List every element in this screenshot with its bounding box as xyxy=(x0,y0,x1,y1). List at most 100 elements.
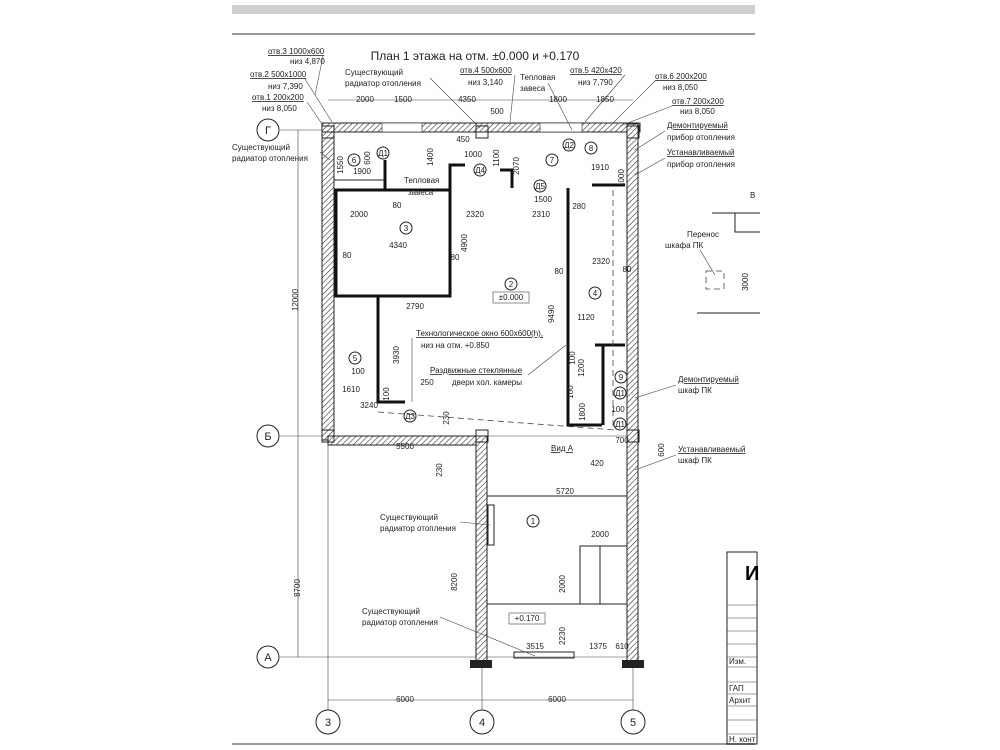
opening-level-7: низ 8,050 xyxy=(680,107,715,116)
room-number-1: 1 xyxy=(526,514,540,528)
room-number-4-label: 4 xyxy=(593,289,598,298)
door-marker-5: Д3 xyxy=(403,409,417,423)
dismount-cabinet-note-l1: Демонтируемый xyxy=(678,375,739,384)
dimension-label: 1000 xyxy=(617,169,626,187)
leader-line xyxy=(429,77,481,129)
room-number-4: 4 xyxy=(588,286,602,300)
dimension-label: 80 xyxy=(555,267,564,276)
walls xyxy=(321,122,644,668)
dimension-label: 5720 xyxy=(556,487,574,496)
title-block-gap: ГАП xyxy=(729,684,744,693)
dimension-label: 700 xyxy=(615,436,629,445)
leader-line xyxy=(611,80,656,125)
install-heater-note-l1: Устанавливаемый xyxy=(667,148,734,157)
radiator-note-bottom-l1: Существующий xyxy=(362,607,420,616)
dismount-cabinet-note-l2: шкаф ПК xyxy=(678,386,712,395)
leader-line xyxy=(699,249,716,276)
title-block-big-letter: И xyxy=(745,563,759,585)
top-windows xyxy=(381,122,583,133)
level-mark-zero-box xyxy=(492,291,530,304)
dimension-label: 4350 xyxy=(458,95,476,104)
svg-text:4: 4 xyxy=(479,717,485,729)
room-number-3-label: 3 xyxy=(404,224,409,233)
dimension-label: 1500 xyxy=(534,195,552,204)
dimension-label: 2070 xyxy=(512,157,521,175)
dimension-label: 1000 xyxy=(464,150,482,159)
leader-line xyxy=(584,74,626,123)
radiator-note-top-l1: Существующий xyxy=(345,68,403,77)
dimension-label: 280 xyxy=(572,202,586,211)
opening-mark-7: отв.7 200х200 xyxy=(672,97,724,106)
dimension-label: 3240 xyxy=(360,401,378,410)
view-fragment: В xyxy=(697,191,760,314)
axis-bubble-b: Б xyxy=(256,424,280,448)
room-number-3: 3 xyxy=(399,221,413,235)
room-number-9-label: 9 xyxy=(619,373,624,382)
sheet-top-bar xyxy=(232,5,755,14)
axis-bubble-5: 5 xyxy=(620,709,646,735)
door-marker-3-label: Д4 xyxy=(475,166,485,175)
dimension-label: 8700 xyxy=(293,579,302,597)
dimension-label: 6000 xyxy=(396,695,414,704)
view-a-label: Вид А xyxy=(551,444,574,453)
door-marker-1-label: Д1 xyxy=(378,149,388,158)
door-marker-2-label: Д2 xyxy=(564,141,574,150)
dimension-label: 1900 xyxy=(353,167,371,176)
move-cabinet-note-l2: шкафа ПК xyxy=(665,241,704,250)
leader-line xyxy=(634,454,677,471)
dimension-label: 1850 xyxy=(596,95,614,104)
opening-level-5: низ 7,790 xyxy=(578,78,613,87)
dimension-label: 2000 xyxy=(350,210,368,219)
axis-bubble-3: 3 xyxy=(315,709,341,735)
dimension-label: 230 xyxy=(442,411,451,425)
dimension-label: 80 xyxy=(451,253,460,262)
leader-line xyxy=(619,105,673,127)
install-cabinet-note-l1: Устанавливаемый xyxy=(678,445,745,454)
axis-bubble-a: А xyxy=(256,645,280,669)
door-marker-7-label: Д1 xyxy=(615,420,625,429)
leader-line xyxy=(634,384,677,399)
dimension-label: 80 xyxy=(623,265,632,274)
dimension-label: 1500 xyxy=(394,95,412,104)
dimension-label: 80 xyxy=(343,251,352,260)
room-number-6: 6 xyxy=(347,153,361,167)
opening-mark-5: отв.5 420х420 xyxy=(570,66,622,75)
room-number-7-label: 7 xyxy=(550,156,555,165)
svg-text:А: А xyxy=(264,652,272,664)
dimension-label: 8200 xyxy=(450,573,459,591)
door-marker-2: Д2 xyxy=(562,138,576,152)
svg-text:Г: Г xyxy=(265,125,271,137)
dimension-label: 1100 xyxy=(492,149,501,167)
door-marker-7: Д1 xyxy=(613,417,627,431)
dimension-label: 600 xyxy=(657,443,666,457)
door-marker-4: Д5 xyxy=(533,179,547,193)
level-mark-plus-box xyxy=(508,612,546,625)
radiator-note-top-l2: радиатор отопления xyxy=(345,79,421,88)
dimension-label: 1200 xyxy=(577,359,586,377)
opening-level-3: низ 8,050 xyxy=(262,104,297,113)
room-number-5-label: 5 xyxy=(353,354,358,363)
dimension-label: 2000 xyxy=(591,530,609,539)
dimension-label: 3515 xyxy=(526,642,544,651)
opening-mark-2: отв.2 500х1000 xyxy=(250,70,307,79)
dimension-label: 2320 xyxy=(466,210,484,219)
room-number-5: 5 xyxy=(348,351,362,365)
svg-text:5: 5 xyxy=(630,717,636,729)
radiator-note-room1-l2: радиатор отопления xyxy=(380,524,456,533)
leader-line xyxy=(634,130,666,151)
axis-bubble-g: Г xyxy=(256,118,280,142)
leader-line xyxy=(459,521,491,526)
plan-title: План 1 этажа на отм. ±0.000 и +0.170 xyxy=(371,49,580,63)
door-marker-3: Д4 xyxy=(473,163,487,177)
svg-text:Б: Б xyxy=(264,431,271,443)
dimension-label: 1910 xyxy=(591,163,609,172)
title-block-nkont: Н. конт xyxy=(729,735,756,744)
room-number-2-label: 2 xyxy=(509,280,514,289)
opening-level-6: низ 8,050 xyxy=(663,83,698,92)
dimension-label: 250 xyxy=(420,378,434,387)
radiator-note-bottom-l2: радиатор отопления xyxy=(362,618,438,627)
opening-level-4: низ 3,140 xyxy=(468,78,503,87)
room-number-6-label: 6 xyxy=(352,156,357,165)
install-heater-note-l2: прибор отопления xyxy=(667,160,735,169)
door-marker-4-label: Д5 xyxy=(535,182,545,191)
